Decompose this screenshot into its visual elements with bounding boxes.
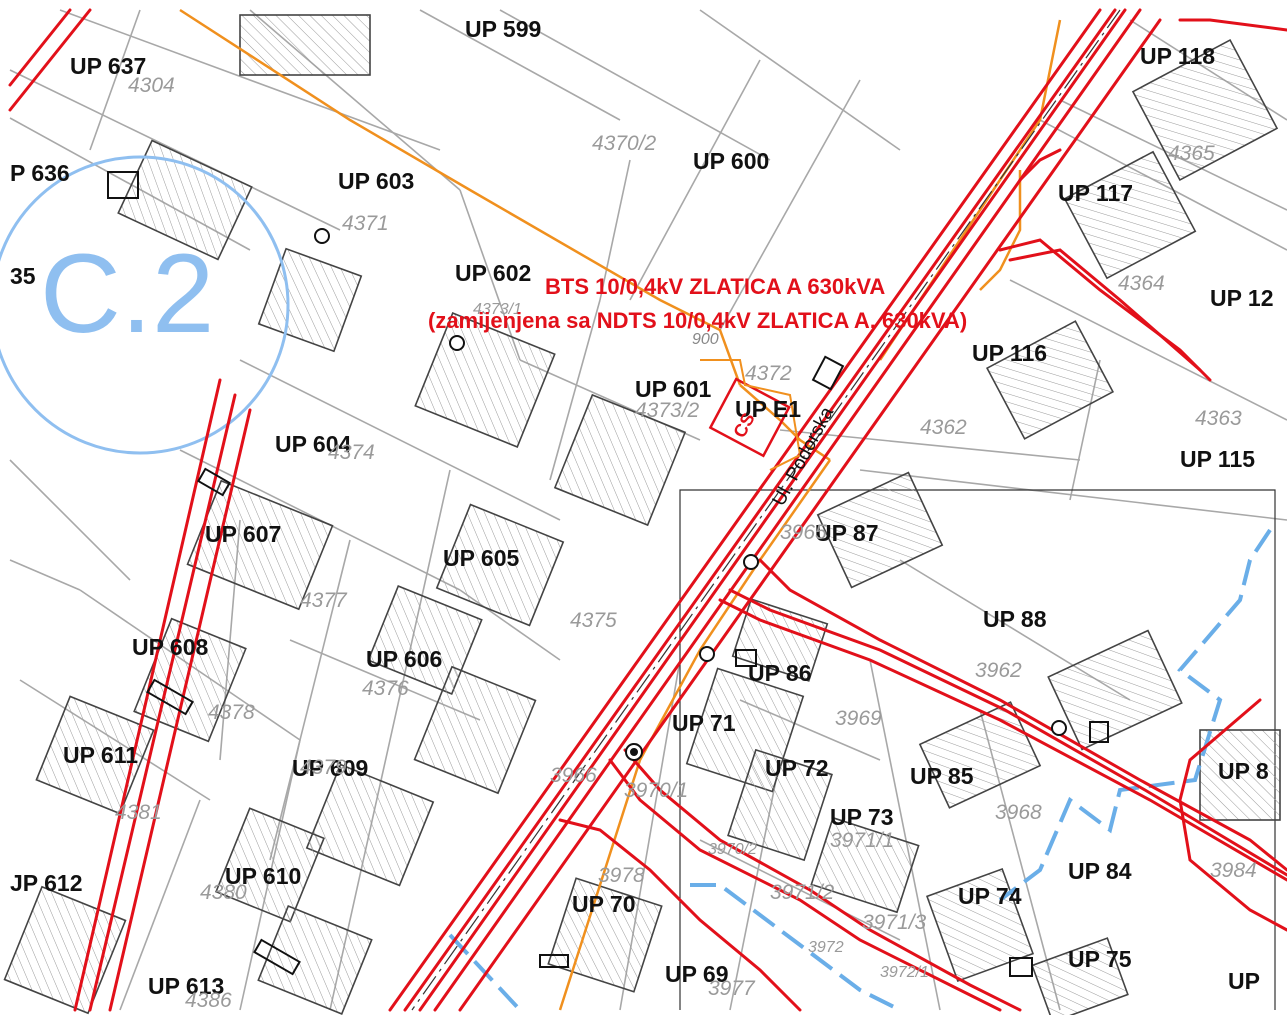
parcel-number: 4374: [328, 441, 375, 464]
plot-label-up71: UP 71: [672, 710, 736, 736]
plot-label-up73: UP 73: [830, 804, 894, 830]
parcel-number: 3965: [780, 521, 827, 544]
transformer-station: [708, 377, 791, 458]
parcel-number: 3972: [808, 939, 844, 956]
parcel-number: 3962: [975, 659, 1022, 682]
plot-label-up637: UP 637: [70, 53, 147, 79]
parcel-number: 4370/2: [592, 132, 657, 155]
plot-label-up635: 35: [10, 263, 36, 289]
plot-label-up7x: UP: [1228, 968, 1260, 994]
parcel-number: 3978: [598, 864, 645, 887]
plot-label-up75: UP 75: [1068, 946, 1132, 972]
plot-label-up605: UP 605: [443, 545, 520, 571]
plot-label-up610: UP 610: [225, 863, 302, 889]
parcel-number: 4380: [200, 881, 247, 904]
sheet-label: C.2: [40, 231, 215, 356]
sheet-circle: [0, 155, 290, 455]
parcel-number: 3970/2: [708, 841, 757, 858]
plot-label-up612: JP 612: [10, 870, 83, 896]
parcel-number: 4373/1: [473, 301, 522, 318]
plot-label-up600: UP 600: [693, 148, 770, 174]
buildings: [3, 14, 1281, 1015]
parcel-number: 4375: [570, 609, 617, 632]
parcel-number: 4364: [1118, 272, 1165, 295]
plot-label-up8x: UP 8: [1218, 758, 1269, 784]
parcel-number: 4377: [300, 589, 347, 612]
transformer-annotation-line1: BTS 10/0,4kV ZLATICA A 630kVA: [545, 274, 886, 299]
plot-label-up602: UP 602: [455, 260, 532, 286]
plot-label-up611: UP 611: [63, 742, 139, 768]
plot-label-up118: UP 118: [1140, 43, 1216, 69]
plot-label-up88: UP 88: [983, 606, 1047, 632]
parcel-number: 4376: [362, 677, 409, 700]
plot-label-up84: UP 84: [1068, 858, 1132, 884]
parcel-number: 3971/1: [830, 829, 895, 852]
parcel-number: 3968: [995, 801, 1042, 824]
parcel-number: 4304: [128, 74, 175, 97]
parcel-number: 3977: [708, 977, 755, 1000]
parcel-number: 3984: [1210, 859, 1257, 882]
plot-label-up604: UP 604: [275, 431, 352, 457]
plot-label-up69: UP 69: [665, 961, 729, 987]
parcel-number: 4386: [185, 989, 232, 1012]
plot-label-up609: UP 609: [292, 755, 369, 781]
survey-points: [314, 228, 1067, 761]
plot-label-up607: UP 607: [205, 521, 282, 547]
parcel-number: 4363: [1195, 407, 1242, 430]
parcel-number: 3970/1: [624, 779, 689, 802]
plot-label-up603: UP 603: [338, 168, 415, 194]
parcel-number: 4381: [115, 801, 162, 824]
parcel-number: 4379: [300, 756, 347, 779]
parcel-number: 3971/3: [862, 911, 927, 934]
parcel-number: 3971/2: [770, 881, 835, 904]
parcel-number: 4362: [920, 416, 967, 439]
plot-label-up85: UP 85: [910, 763, 974, 789]
plot-label-up636: P 636: [10, 160, 70, 186]
parcel-number: 4371: [342, 212, 389, 235]
plot-label-up86: UP 86: [748, 660, 812, 686]
plot-label-up608: UP 608: [132, 634, 209, 660]
parcel-number: 4378: [208, 701, 255, 724]
plot-label-up116: UP 116: [972, 340, 1048, 366]
road-network: [8, 8, 1287, 1012]
plot-label-up117: UP 117: [1058, 180, 1134, 206]
parcel-number: 3969: [835, 707, 882, 730]
parcel-number: 3966: [550, 764, 597, 787]
plot-label-up601: UP 601: [635, 376, 712, 402]
plot-label-up87: UP 87: [815, 520, 879, 546]
parcel-number: 3972/1: [880, 964, 929, 981]
parcel-number: 4373/2: [635, 399, 700, 422]
plot-label-up606: UP 606: [366, 646, 443, 672]
plot-label-up74: UP 74: [958, 883, 1022, 909]
parcel-number: 900: [692, 331, 719, 348]
transformer-annotation-line2: (zamijenjena sa NDTS 10/0,4kV ZLATICA A,…: [428, 308, 968, 333]
plot-label-up613: UP 613: [148, 973, 225, 999]
parcel-number: 4372: [745, 362, 792, 385]
plot-label-up115: UP 115: [1180, 446, 1256, 472]
plot-label-up70: UP 70: [572, 891, 636, 917]
road-centerline: [411, 9, 1121, 1011]
plot-label-up72: UP 72: [765, 755, 829, 781]
plot-label-up599: UP 599: [465, 16, 542, 42]
station-plot: [700, 359, 802, 471]
plot-label-up12x: UP 12: [1210, 285, 1274, 311]
plot-label-upe1: UP E1: [735, 396, 802, 422]
stairs: [107, 171, 1109, 977]
parcel-number: 4365: [1168, 142, 1215, 165]
